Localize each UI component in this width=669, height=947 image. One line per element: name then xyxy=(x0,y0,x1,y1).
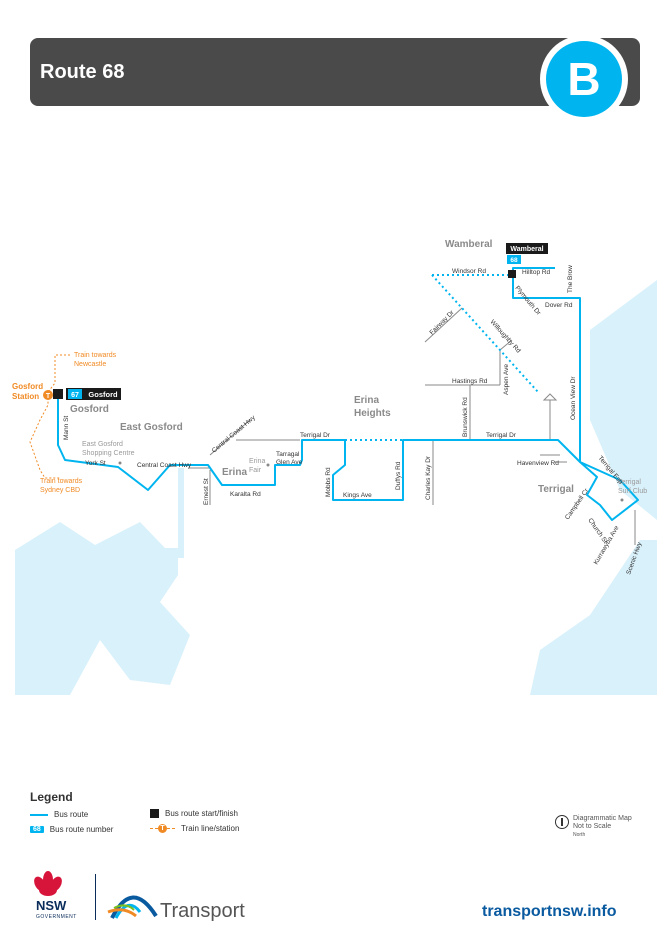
bus-route-68 xyxy=(57,267,639,521)
nsw-government-text: GOVERNMENT xyxy=(36,914,77,920)
svg-text:67: 67 xyxy=(71,392,79,399)
bus-route-line-icon xyxy=(30,813,48,816)
nsw-wordmark: NSW xyxy=(36,898,67,913)
street-ocean-view: Ocean View Dr xyxy=(570,376,577,420)
svg-text:Wamberal: Wamberal xyxy=(510,246,543,253)
street-mann: Mann St xyxy=(63,416,70,440)
suburb-erina-heights-1: Erina xyxy=(354,395,379,406)
surf-club-2: Surf Club xyxy=(618,488,647,495)
suburb-wamberal: Wamberal xyxy=(445,239,493,250)
north-indicator: Diagrammatic Map Not to Scale North xyxy=(555,815,653,839)
street-charles-kay: Charles Kay Dr xyxy=(425,455,432,500)
svg-text:T: T xyxy=(46,393,51,400)
street-kings: Kings Ave xyxy=(343,492,372,499)
shopping-1: East Gosford xyxy=(82,441,123,448)
legend-route-number: 68 Bus route number xyxy=(30,825,113,834)
svg-text:68: 68 xyxy=(510,257,518,264)
water-ocean-north xyxy=(590,280,657,520)
road-east-stub xyxy=(538,393,558,441)
legend-start-finish: Bus route start/finish xyxy=(150,809,238,818)
shopping-centre-dot xyxy=(118,461,122,465)
surf-club-1: Terrigal xyxy=(618,479,641,486)
legend-train: T Train line/station xyxy=(150,824,239,833)
water-ocean-south xyxy=(530,540,657,695)
gosford-station-icon xyxy=(43,390,53,400)
water-brisbane-water xyxy=(15,522,190,695)
road-fairway xyxy=(424,307,463,343)
station-line2: Station xyxy=(12,392,39,401)
north-arrow-icon xyxy=(555,815,569,829)
street-dover: Dover Rd xyxy=(545,302,573,309)
logo-divider xyxy=(95,874,96,920)
street-tarragal-1: Tarragal xyxy=(276,451,300,458)
bus-route-dotted xyxy=(345,274,539,441)
street-the-brow: The Brow xyxy=(567,265,574,293)
street-ernest: Ernest St xyxy=(203,478,210,505)
street-tarragal-2: Glen Ave xyxy=(276,459,303,466)
bus-mode-icon: B xyxy=(540,35,628,123)
train-north-2: Newcastle xyxy=(74,361,106,368)
station-line1: Gosford xyxy=(12,382,43,391)
shopping-2: Shopping Centre xyxy=(82,450,135,457)
street-hastings: Hastings Rd xyxy=(452,378,488,385)
road-cch-north xyxy=(209,419,251,456)
street-willoughby: Willoughby Rd xyxy=(489,319,523,355)
transport-logo-icon xyxy=(107,895,158,919)
mode-letter: B xyxy=(567,53,600,105)
route-header: Route 68 xyxy=(30,38,640,106)
surf-club-dot xyxy=(620,498,624,502)
svg-text:Gosford: Gosford xyxy=(88,390,118,399)
train-station-icon: T xyxy=(150,824,175,833)
street-aspen: Aspen Ave xyxy=(503,364,510,395)
transport-wordmark: Transport xyxy=(160,900,245,922)
gosford-stop-marker xyxy=(53,389,63,399)
train-south-2: Sydney CBD xyxy=(40,487,80,494)
street-york: York St xyxy=(85,460,106,467)
start-finish-icon xyxy=(150,809,159,818)
street-mobbs: Mobbs Rd xyxy=(325,467,332,497)
street-cch: Central Coast Hwy xyxy=(137,462,192,469)
train-line xyxy=(29,354,70,479)
street-terrigal-dr-east: Terrigal Dr xyxy=(486,432,517,439)
suburb-east-gosford: East Gosford xyxy=(120,422,183,433)
legend-bus-route: Bus route xyxy=(30,810,88,819)
street-duffys: Duffys Rd xyxy=(395,461,402,490)
route-number-icon: 68 xyxy=(30,826,44,833)
water-areas xyxy=(15,280,657,695)
erina-fair-1: Erina xyxy=(249,458,265,465)
street-karalta: Karalta Rd xyxy=(230,491,261,498)
waratah-logo-icon xyxy=(34,871,62,896)
train-north-1: Train towards xyxy=(74,352,117,359)
wamberal-stop-marker xyxy=(508,270,516,278)
map-legend: Legend Bus route 68 Bus route number Bus… xyxy=(30,790,640,850)
legend-title: Legend xyxy=(30,790,73,804)
street-hilltop: Hilltop Rd xyxy=(522,269,551,276)
suburb-gosford: Gosford xyxy=(70,404,109,415)
gosford-stop-badge: 67 Gosford xyxy=(66,388,121,400)
street-plymouth: Plymouth Dr xyxy=(513,285,542,318)
suburb-erina-heights-2: Heights xyxy=(354,408,391,419)
train-south-1: Train towards xyxy=(40,478,83,485)
erina-fair-dot xyxy=(266,463,270,467)
street-terrigal-dr-west: Terrigal Dr xyxy=(300,432,331,439)
street-cch-north: Central Coast Hwy xyxy=(211,414,258,455)
street-brunswick: Brunswick Rd xyxy=(462,397,469,437)
suburb-erina: Erina xyxy=(222,467,247,478)
street-fairway: Fairway Dr xyxy=(428,309,456,337)
wamberal-stop-badge: Wamberal 68 xyxy=(506,243,548,264)
street-havenview: Havenview Rd xyxy=(517,460,559,467)
local-roads xyxy=(188,307,636,545)
street-windsor: Windsor Rd xyxy=(452,268,486,275)
water-channel xyxy=(178,468,184,558)
route-title: Route 68 xyxy=(40,61,125,83)
erina-fair-2: Fair xyxy=(249,467,262,474)
suburb-terrigal: Terrigal xyxy=(538,484,574,495)
website-link[interactable]: transportnsw.info xyxy=(482,903,617,920)
